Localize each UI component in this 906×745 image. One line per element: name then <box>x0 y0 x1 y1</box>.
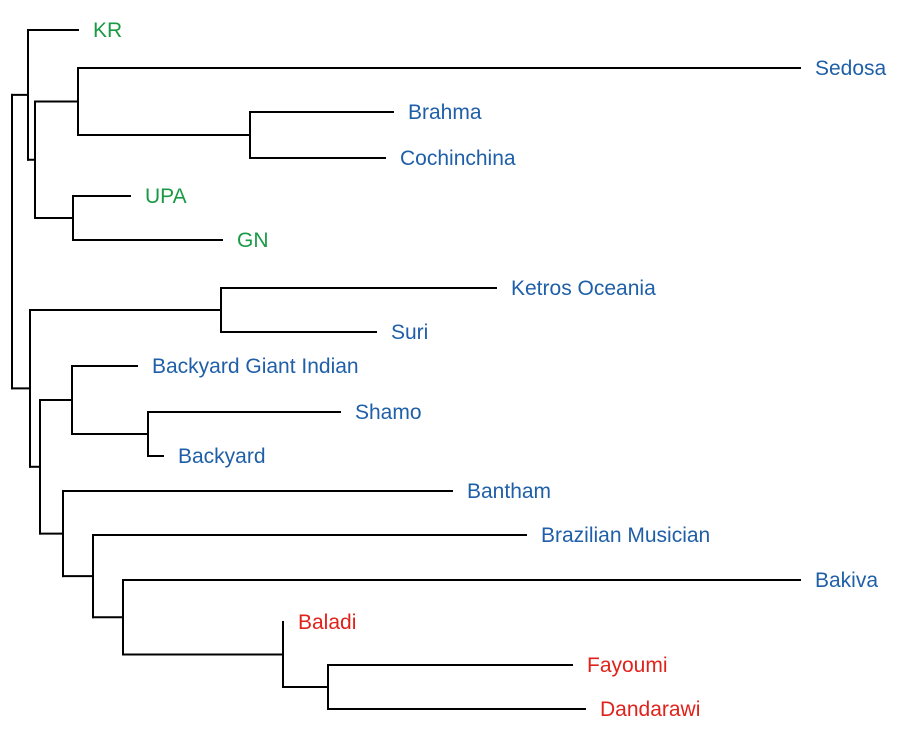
leaf-label-backyard-giant-indian: Backyard Giant Indian <box>152 355 359 378</box>
tree-leaf-labels: KR Sedosa Brahma Cochinchina UPA GN Ketr… <box>93 19 887 721</box>
leaf-label-ketros-oceania: Ketros Oceania <box>511 277 656 300</box>
leaf-label-fayoumi: Fayoumi <box>587 654 668 677</box>
leaf-label-bakiva: Bakiva <box>815 569 878 592</box>
leaf-label-bantham: Bantham <box>467 480 551 503</box>
tree-branches <box>11 29 801 710</box>
leaf-label-backyard: Backyard <box>178 445 266 468</box>
leaf-label-kr: KR <box>93 19 122 42</box>
leaf-label-dandarawi: Dandarawi <box>600 698 700 721</box>
leaf-label-brazilian-musician: Brazilian Musician <box>541 524 710 547</box>
leaf-label-brahma: Brahma <box>408 101 482 124</box>
leaf-label-upa: UPA <box>145 185 187 208</box>
leaf-label-gn: GN <box>237 229 269 252</box>
leaf-label-sedosa: Sedosa <box>815 57 887 80</box>
leaf-label-baladi: Baladi <box>298 611 356 634</box>
leaf-label-shamo: Shamo <box>355 401 422 424</box>
leaf-label-suri: Suri <box>391 321 428 344</box>
leaf-label-cochinchina: Cochinchina <box>400 147 516 170</box>
